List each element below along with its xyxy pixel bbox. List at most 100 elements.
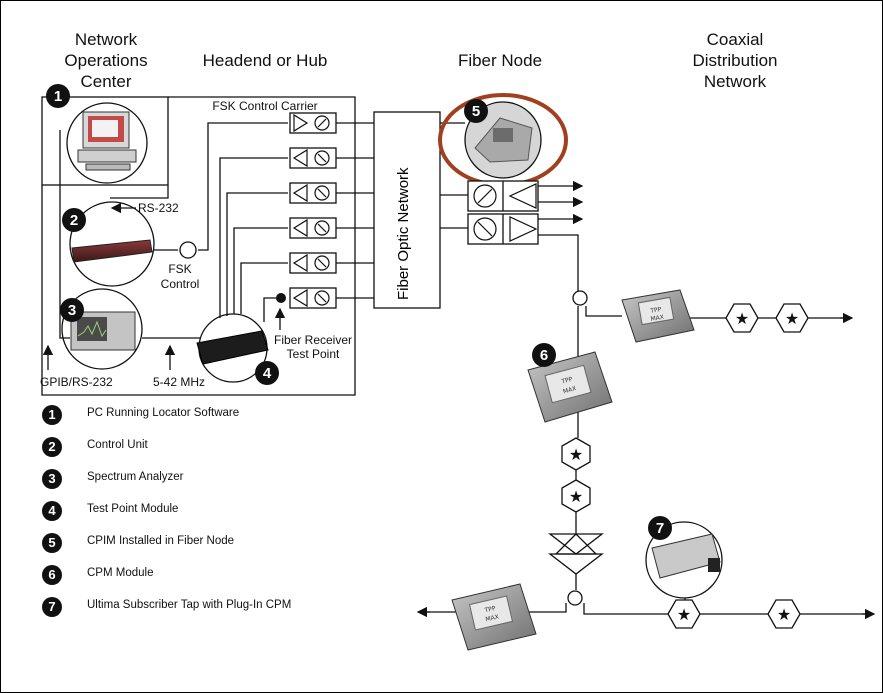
svg-text:1: 1	[54, 88, 62, 105]
legend-marker: 3	[42, 469, 62, 489]
headend-header: Headend or Hub	[202, 51, 328, 70]
spectrum-trace	[77, 320, 107, 338]
noc-header-line3: Center	[80, 72, 132, 91]
svg-text:4: 4	[263, 365, 272, 382]
legend-marker: 2	[42, 437, 62, 457]
legend-marker: 4	[42, 501, 62, 521]
legend-text: PC Running Locator Software	[87, 407, 240, 419]
legend-text: CPIM Installed in Fiber Node	[87, 535, 235, 547]
svg-text:3: 3	[68, 302, 76, 319]
cpim-board	[493, 128, 513, 142]
receiver-box-2	[289, 182, 337, 204]
fiber-optic-network-box	[373, 111, 441, 309]
noc-box	[41, 96, 169, 186]
legend-item: 3 Spectrum Analyzer	[42, 469, 402, 501]
svg-text:5: 5	[472, 103, 480, 120]
freq-range-label: 5-42 MHz	[153, 375, 206, 389]
svg-text:★: ★	[777, 605, 791, 624]
coax-header-line3: Network	[703, 72, 767, 91]
subscriber-tap-1: ★	[725, 303, 759, 333]
marker-4: 4	[255, 361, 279, 385]
coax-lines	[420, 306, 870, 615]
legend-text: CPM Module	[87, 567, 154, 579]
legend-item: 4 Test Point Module	[42, 501, 402, 533]
svg-text:★: ★	[677, 605, 691, 624]
svg-text:MAX: MAX	[485, 613, 500, 623]
fsk-control-loop	[179, 241, 197, 259]
subscriber-tap-2: ★	[775, 303, 809, 333]
legend-marker: 5	[42, 533, 62, 553]
fiber-node-receiver	[467, 180, 539, 212]
pc-base	[77, 149, 137, 163]
legend-item: 7 Ultima Subscriber Tap with Plug-In CPM	[42, 597, 402, 629]
svg-text:2: 2	[70, 212, 78, 229]
subscriber-tap-5: ★	[667, 599, 701, 629]
svg-text:MAX: MAX	[650, 314, 664, 323]
legend-text: Ultima Subscriber Tap with Plug-In CPM	[87, 599, 292, 611]
marker-3: 3	[60, 298, 84, 322]
coax-housing-top: TPP MAX	[621, 289, 695, 343]
svg-text:★: ★	[735, 309, 749, 328]
coax-splitter-top	[572, 290, 588, 306]
fiber-receiver-label-line1: Fiber Receiver	[273, 333, 353, 347]
marker-6: 6	[532, 343, 556, 367]
receiver-box-3	[289, 217, 337, 239]
headend-boundary	[41, 96, 356, 396]
fiber-receiver-test-point-dot	[276, 293, 286, 303]
svg-text:★: ★	[569, 487, 583, 506]
coax-splitter-bottom	[567, 590, 583, 606]
coax-amplifier	[548, 533, 604, 575]
fiber-node-header: Fiber Node	[457, 51, 543, 70]
legend-text: Test Point Module	[87, 503, 179, 515]
marker-1: 1	[46, 84, 70, 108]
spectrum-analyzer-screen	[77, 317, 107, 341]
pc-screen-window	[92, 120, 118, 137]
legend-item: 2 Control Unit	[42, 437, 402, 469]
marker-5: 5	[464, 99, 488, 123]
coax-housing-bottom: TPP MAX	[451, 583, 537, 651]
test-point-module-device	[196, 330, 269, 365]
gpib-label: GPIB/RS-232	[40, 375, 113, 389]
svg-text:TPP: TPP	[649, 306, 662, 315]
fsk-control-label-line2: Control	[160, 277, 200, 291]
noc-inner-edge	[110, 185, 169, 199]
fiber-optic-network-label: Fiber Optic Network	[391, 167, 501, 300]
legend-marker: 1	[42, 405, 62, 425]
svg-text:MAX: MAX	[562, 385, 577, 395]
fiber-node-transmitter	[467, 213, 539, 245]
svg-text:TPP: TPP	[560, 376, 574, 386]
fiber-receiver-label-line2: Test Point	[286, 347, 340, 361]
ultima-tap-port	[708, 558, 720, 572]
svg-text:7: 7	[656, 520, 664, 537]
legend-text: Spectrum Analyzer	[87, 471, 184, 483]
noc-header-line1: Network	[74, 30, 138, 49]
legend-marker: 7	[42, 597, 62, 617]
pc-keyboard	[85, 163, 131, 171]
node-to-coax	[538, 234, 579, 292]
svg-text:6: 6	[540, 347, 548, 364]
svg-text:★: ★	[569, 445, 583, 464]
fsk-transmitter-box	[289, 112, 337, 134]
legend-item: 5 CPIM Installed in Fiber Node	[42, 533, 402, 565]
receiver-box-1	[289, 147, 337, 169]
legend: 1 PC Running Locator Software 2 Control …	[42, 405, 402, 629]
marker-7: 7	[648, 516, 672, 540]
subscriber-tap-4: ★	[561, 479, 591, 513]
noc-header-line2: Operations	[64, 51, 148, 70]
receiver-box-4	[289, 252, 337, 274]
headend-cabling	[59, 122, 374, 339]
cpm-module-housing: TPP MAX	[527, 351, 613, 423]
rs232-label: RS-232	[138, 201, 179, 215]
subscriber-tap-3: ★	[561, 437, 591, 471]
control-unit-device	[71, 239, 153, 263]
marker-2: 2	[62, 208, 86, 232]
coax-header-line2: Distribution	[692, 51, 778, 70]
subscriber-tap-6: ★	[767, 599, 801, 629]
fsk-control-label-line1: FSK	[168, 262, 192, 276]
fsk-carrier-label: FSK Control Carrier	[212, 99, 318, 113]
svg-text:★: ★	[785, 309, 799, 328]
legend-marker: 6	[42, 565, 62, 585]
legend-text: Control Unit	[87, 439, 148, 451]
receiver-box-5	[289, 287, 337, 309]
